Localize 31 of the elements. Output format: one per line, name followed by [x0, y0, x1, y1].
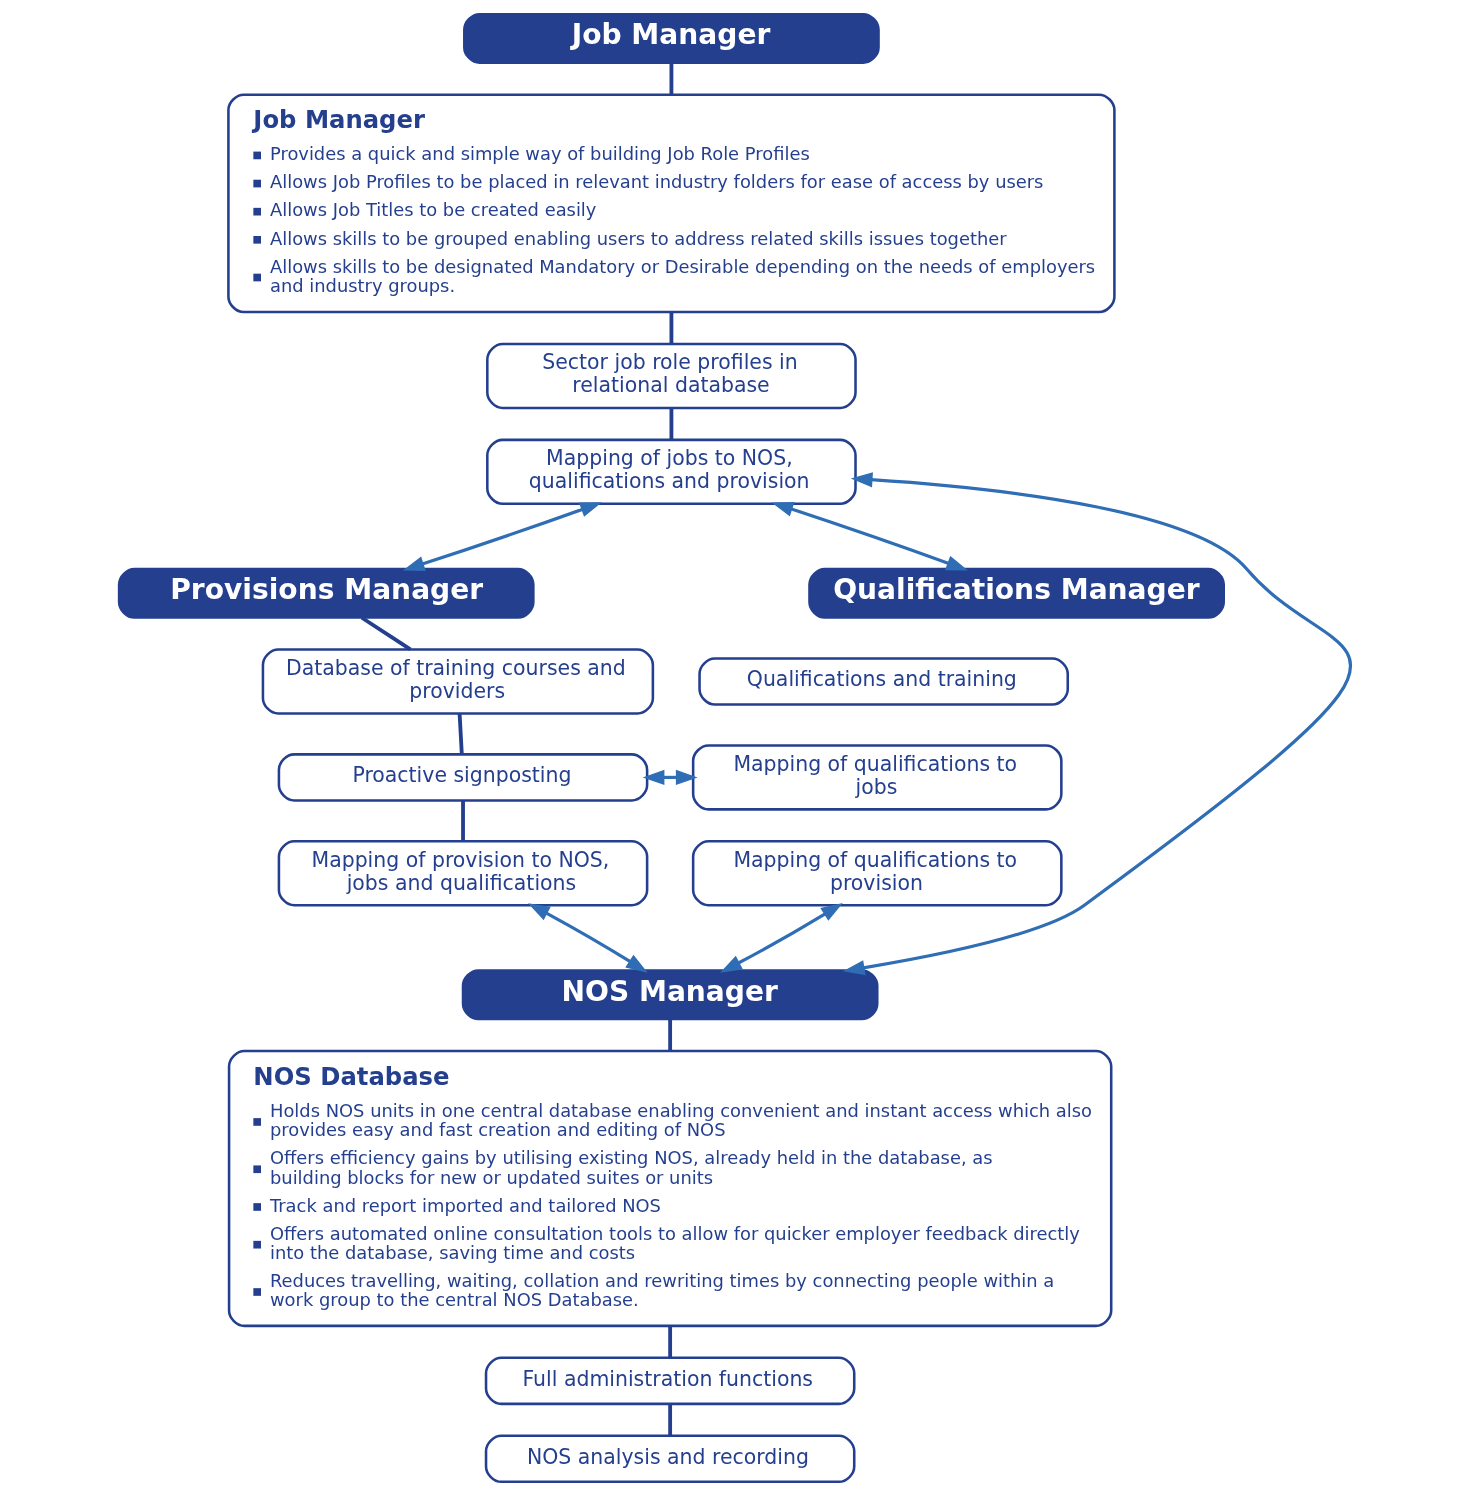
arrow	[771, 501, 968, 571]
connector	[669, 62, 674, 95]
arrow	[642, 769, 698, 785]
node-box: Sector job role profiles in relational database	[486, 342, 857, 409]
node-box: Mapping of jobs to NOS, qualifications and provision	[486, 438, 857, 505]
node-box: Qualifications and training	[698, 656, 1069, 706]
node-box: Full administration functions	[484, 1356, 856, 1405]
connector	[668, 1018, 673, 1051]
connector	[669, 407, 674, 439]
node-box: Job Manager Provides a quick and simple way of building Job Role Profiles Allows Job Profiles to be placed in relevant industry folders for ease of access by users Allows Job Titles to be created easily Allows skills to be grouped enabling users to address related skills issues together Allows skills to be designated Mandatory or Desirable depending on the needs of employers and industry groups.	[227, 92, 1116, 313]
node-box: NOS analysis and recording	[484, 1434, 856, 1483]
node-box: NOS Manager	[461, 968, 879, 1020]
node-box: Mapping of qualifications to jobs	[691, 743, 1063, 811]
node-box: Proactive signposting	[277, 752, 649, 802]
node-box: Job Manager	[463, 12, 880, 64]
arrow	[842, 471, 1352, 975]
connector	[461, 800, 465, 841]
node-box: Provisions Manager	[117, 567, 535, 619]
node-box: NOS Database Holds NOS units in one central database enabling convenient and instant access which also provides easy and fast creation and editing of NOS Offers efficiency gains by utilising existing NOS, already held in the database, as building blocks for new or updated suites or units Track and report imported and tailored NOS Offers automated online consultation tools to allow for quicker employer feedback directly into the database, saving time and costs Reduces travelling, waiting, collation and rewriting times by connecting people within a work group to the central NOS Database.	[227, 1049, 1113, 1327]
node-box: Qualifications Manager	[808, 567, 1225, 619]
arrow	[402, 501, 602, 571]
connector	[668, 1325, 673, 1357]
connector	[457, 713, 464, 754]
connector	[360, 615, 412, 651]
connector	[668, 1403, 673, 1436]
connector	[669, 311, 674, 344]
arrow	[720, 902, 843, 973]
node-box: Mapping of qualifications to provision	[691, 839, 1063, 907]
node-box: Database of training courses and providers	[261, 647, 655, 715]
node-box: Mapping of provision to NOS, jobs and qualifications	[277, 839, 649, 907]
arrow	[527, 902, 648, 973]
